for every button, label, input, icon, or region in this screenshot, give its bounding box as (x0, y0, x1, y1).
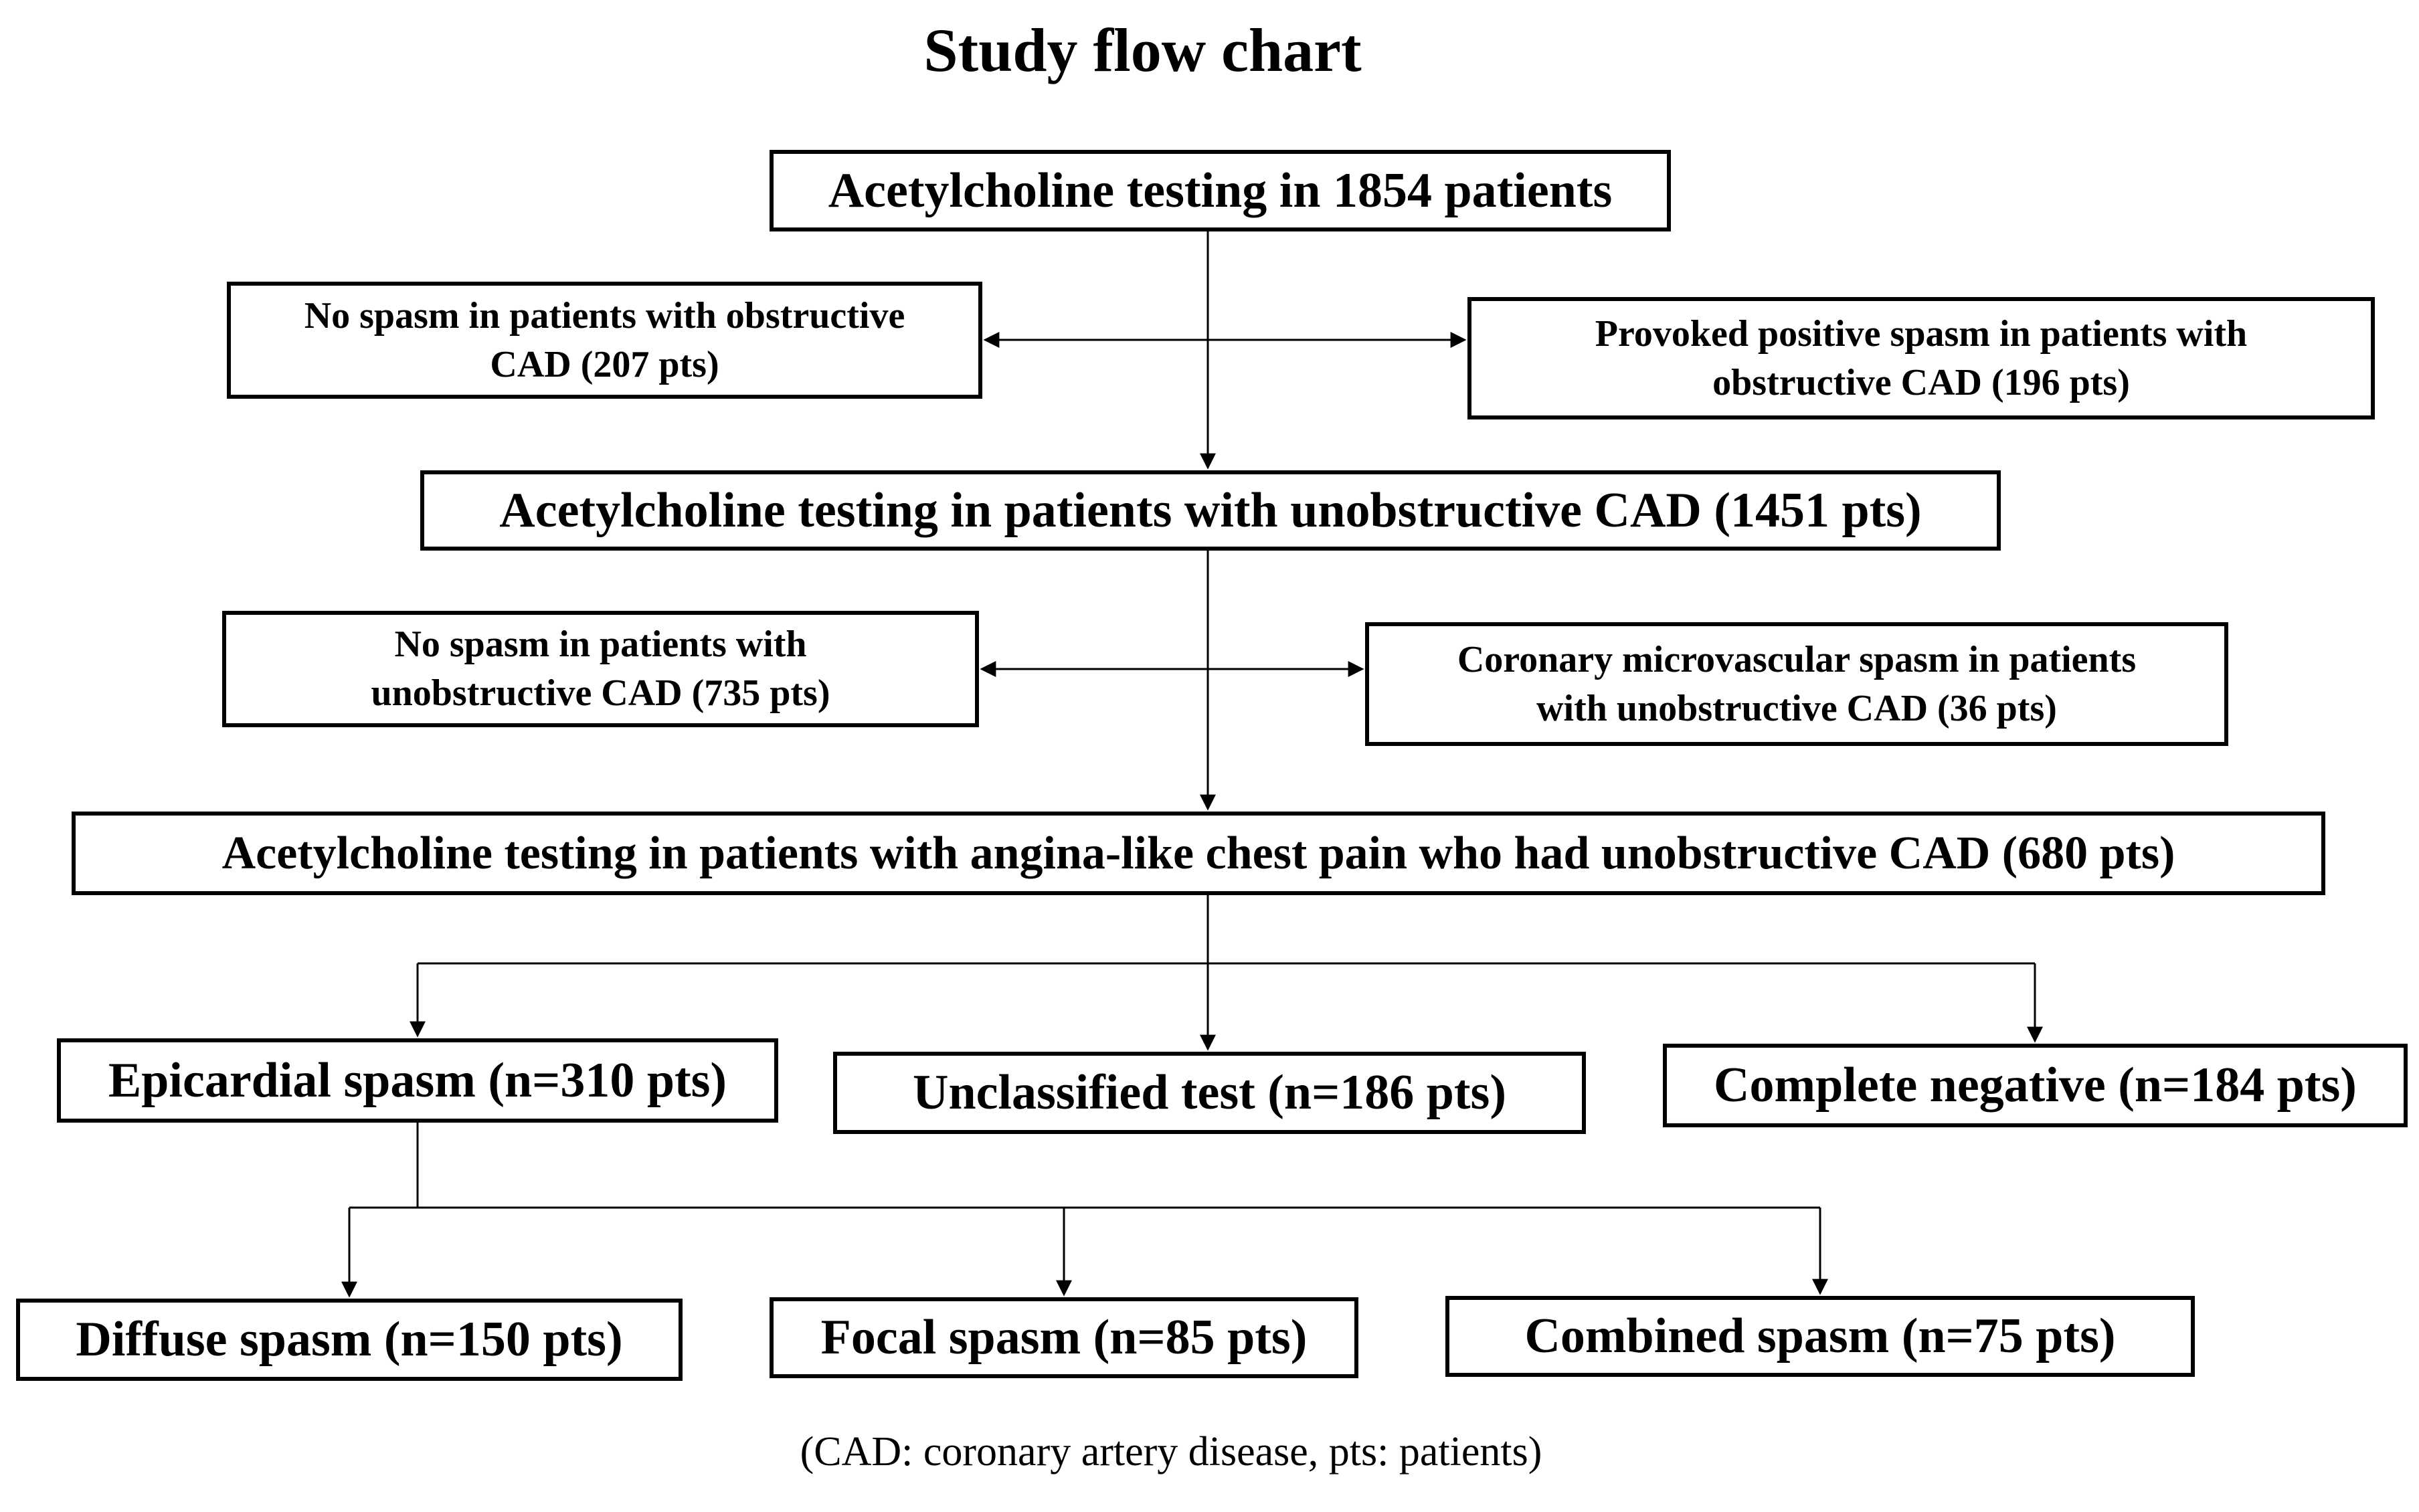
node-label-line1: Provoked positive spasm in patients with (1595, 312, 2248, 355)
node-label: Complete negative (n=184 pts) (1714, 1058, 2357, 1113)
node-label: Diffuse spasm (n=150 pts) (76, 1312, 623, 1367)
node-diffuse-spasm: Diffuse spasm (n=150 pts) (16, 1299, 683, 1381)
node-label-line2: CAD (207 pts) (490, 343, 719, 385)
page-title: Study flow chart (923, 16, 1362, 84)
node-label-line1: No spasm in patients with (394, 624, 807, 666)
node-acetylcholine-testing-unobstructive: Acetylcholine testing in patients with u… (420, 470, 2001, 551)
node-label: Acetylcholine testing in 1854 patients (828, 163, 1613, 218)
abbreviation-footnote: (CAD: coronary artery disease, pts: pati… (800, 1429, 1542, 1475)
node-combined-spasm: Combined spasm (n=75 pts) (1445, 1296, 2195, 1377)
node-label-line2: unobstructive CAD (735 pts) (371, 672, 830, 714)
node-epicardial-spasm: Epicardial spasm (n=310 pts) (57, 1038, 778, 1123)
node-complete-negative: Complete negative (n=184 pts) (1663, 1044, 2408, 1127)
node-label-line2: with unobstructive CAD (36 pts) (1536, 687, 2057, 729)
node-label-line2: obstructive CAD (196 pts) (1712, 361, 2130, 403)
node-no-spasm-unobstructive: No spasm in patients with unobstructive … (222, 611, 979, 727)
node-provoked-positive-spasm: Provoked positive spasm in patients with… (1467, 297, 2375, 419)
node-coronary-microvascular-spasm: Coronary microvascular spasm in patients… (1365, 622, 2228, 746)
node-label: Acetylcholine testing in patients with a… (221, 827, 2175, 879)
node-label: Epicardial spasm (n=310 pts) (108, 1052, 727, 1108)
node-label-line1: Coronary microvascular spasm in patients (1457, 638, 2137, 680)
node-label: Combined spasm (n=75 pts) (1524, 1309, 2116, 1363)
node-label-line1: No spasm in patients with obstructive (304, 294, 905, 337)
node-acetylcholine-testing-angina: Acetylcholine testing in patients with a… (72, 812, 2325, 895)
node-label: Unclassified test (n=186 pts) (913, 1065, 1506, 1120)
node-unclassified-test: Unclassified test (n=186 pts) (833, 1052, 1586, 1134)
node-focal-spasm: Focal spasm (n=85 pts) (770, 1297, 1358, 1378)
node-acetylcholine-testing-all: Acetylcholine testing in 1854 patients (770, 150, 1671, 231)
node-label: Focal spasm (n=85 pts) (820, 1310, 1308, 1365)
node-label: Acetylcholine testing in patients with u… (499, 482, 1922, 538)
node-no-spasm-obstructive: No spasm in patients with obstructive CA… (227, 282, 982, 399)
